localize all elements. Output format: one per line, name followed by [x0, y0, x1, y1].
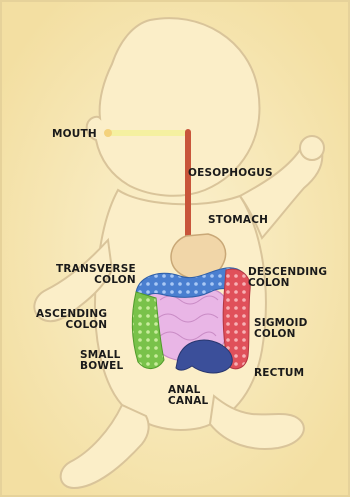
- label-rectum: RECTUM: [254, 368, 304, 379]
- label-mouth: MOUTH: [52, 129, 97, 140]
- label-ascending-colon: ASCENDING COLON: [36, 309, 107, 331]
- label-anal-canal: ANAL CANAL: [168, 385, 208, 407]
- label-small-bowel-line2: BOWEL: [80, 361, 123, 372]
- label-ascending-colon-line2: COLON: [36, 320, 107, 331]
- label-transverse-colon-line2: COLON: [56, 275, 136, 286]
- baby-right-hand: [300, 136, 324, 160]
- mouth-pointer: [108, 130, 190, 136]
- label-sigmoid-colon: SIGMOID COLON: [254, 318, 308, 340]
- label-descending-colon: DESCENDING COLON: [248, 267, 327, 289]
- label-sigmoid-colon-line2: COLON: [254, 329, 308, 340]
- label-oesophagus: OESOPHOGUS: [188, 168, 273, 179]
- label-transverse-colon: TRANSVERSE COLON: [56, 264, 136, 286]
- label-anal-canal-line2: CANAL: [168, 396, 208, 407]
- mouth: [104, 129, 112, 137]
- label-stomach: STOMACH: [208, 215, 268, 226]
- label-small-bowel: SMALL BOWEL: [80, 350, 123, 372]
- label-descending-colon-line2: COLON: [248, 278, 327, 289]
